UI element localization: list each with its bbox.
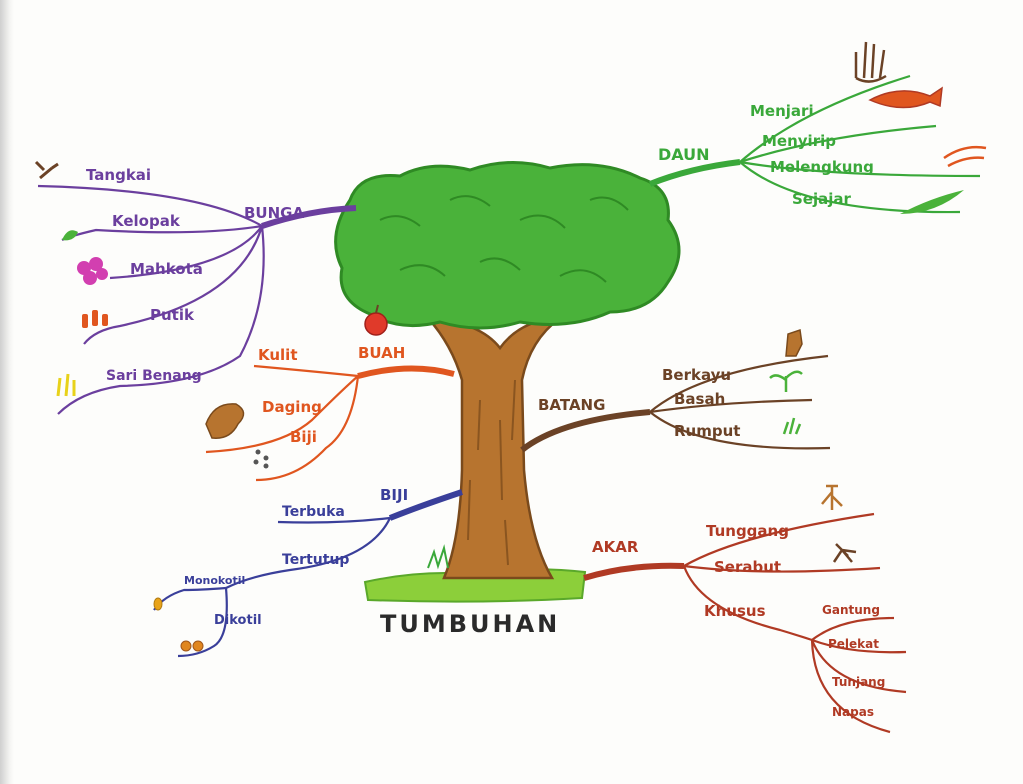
branch-akar-line-pelekat [811,638,907,654]
bunga-item-mahkota: Mahkota [130,260,203,278]
daun-item-menjari: Menjari [750,102,814,120]
grass-icon [782,417,802,435]
branch-bunga-line-sari [57,225,265,415]
batang-item-basah: Basah [674,390,725,408]
taproot-icon [821,484,843,510]
bunga-item-kelopak: Kelopak [112,212,181,230]
daun-item-menyirip: Menyirip [762,132,836,150]
branch-label-buah: BUAH [358,344,405,362]
branch-biji-line-monokotil [153,586,227,611]
buah-item-biji: Biji [290,428,317,446]
branch-akar-line-tunjang [810,639,907,694]
center-title: TUMBUHAN [380,610,560,638]
flower-icon [77,257,108,285]
branch-akar-line-serabut [683,564,881,573]
bunga-item-sari-benang: Sari Benang [106,368,202,384]
biji-subitem-dikotil: Dikotil [214,613,262,628]
branch-daun-trunk [648,159,741,187]
branch-daun-line-menyirip [739,124,937,164]
tree-trunk [425,316,565,580]
fruit-flesh-icon [205,403,245,439]
daun-item-sejajar: Sejajar [792,190,852,208]
branch-akar-trunk [583,562,685,581]
branch-buah-line-kulit [253,364,359,378]
branch-label-batang: BATANG [538,396,605,414]
branch-buah-line-daging [205,375,359,454]
branch-akar-line-khusus [682,565,813,642]
branch-daun-line-melengkung [739,160,981,178]
biji-item-terbuka: Terbuka [282,504,345,520]
buah-item-daging: Daging [262,398,322,416]
branch-bunga-line-putik [83,225,264,345]
branch-buah [205,364,455,482]
branch-akar-line-tunggang [683,512,875,567]
trunk-texture [467,379,516,566]
sprout-icon [769,370,803,392]
akar-subitem-napas: Napas [832,705,874,719]
pistil-icon [82,310,108,328]
bunga-item-putik: Putik [150,306,195,324]
seeds-icon [253,449,269,469]
grass-tuft [427,544,449,570]
branch-biji-line-tertutup [225,517,391,589]
akar-item-khusus: Khusus [704,602,766,620]
branch-batang [520,354,831,453]
branch-bunga-trunk [261,205,357,229]
page-shadow-edge [0,0,14,784]
batang-item-rumput: Rumput [674,422,740,440]
branch-biji-line-dikotil [177,587,228,658]
branch-batang-line-berkayu [649,354,829,413]
branch-bunga-line-mahkota [109,225,263,280]
branch-akar [583,512,907,734]
branch-buah-trunk [357,365,455,379]
parallel-leaf-icon [900,190,964,214]
branch-akar-line-napas [810,639,891,734]
foliage-texture [379,195,629,283]
fibrous-root-icon [832,543,857,563]
branch-bunga-line-tangkai [37,184,263,227]
akar-subitem-gantung: Gantung [822,603,880,617]
branch-label-daun: DAUN [658,145,710,164]
branch-akar-line-gantung [811,616,895,641]
branch-label-bunga: BUNGA [244,204,304,222]
branch-bunga [37,184,357,415]
branch-biji-line-terbuka [277,516,391,524]
biji-item-tertutup: Tertutup [282,552,349,568]
apple-drawing [364,312,388,336]
bunga-item-tangkai: Tangkai [86,166,151,184]
sepal-icon [62,230,78,241]
branch-label-akar: AKAR [592,538,639,556]
fish-leaf-icon [868,86,943,109]
akar-subitem-pelekat: Pelekat [828,637,879,651]
daun-item-melengkung: Melengkung [770,158,874,176]
branch-batang-trunk [520,409,651,453]
branch-label-biji: BIJI [380,486,408,504]
branch-biji-trunk [388,489,463,521]
batang-item-berkayu: Berkayu [662,366,731,384]
akar-item-serabut: Serabut [714,558,781,576]
branch-daun-line-menjari [739,74,911,163]
woody-stem-icon [785,329,803,357]
tree-illustration [334,161,681,603]
branch-batang-line-rumput [649,411,831,450]
tree-foliage [334,161,681,330]
stamen-icon [56,373,76,397]
dicot-seed-icon [180,640,204,652]
monocot-seed-icon [153,597,163,611]
apple-stem [375,304,379,314]
branch-buah-line-biji [255,375,360,482]
biji-subitem-monokotil: Monokotil [184,574,245,587]
akar-item-tunggang: Tunggang [706,522,789,540]
curved-leaf-icon [943,145,987,168]
hand-leaf-icon [854,41,887,83]
stalk-icon [34,160,59,180]
branch-batang-line-basah [649,398,813,414]
buah-item-kulit: Kulit [258,346,298,364]
akar-subitem-tunjang: Tunjang [832,675,885,689]
